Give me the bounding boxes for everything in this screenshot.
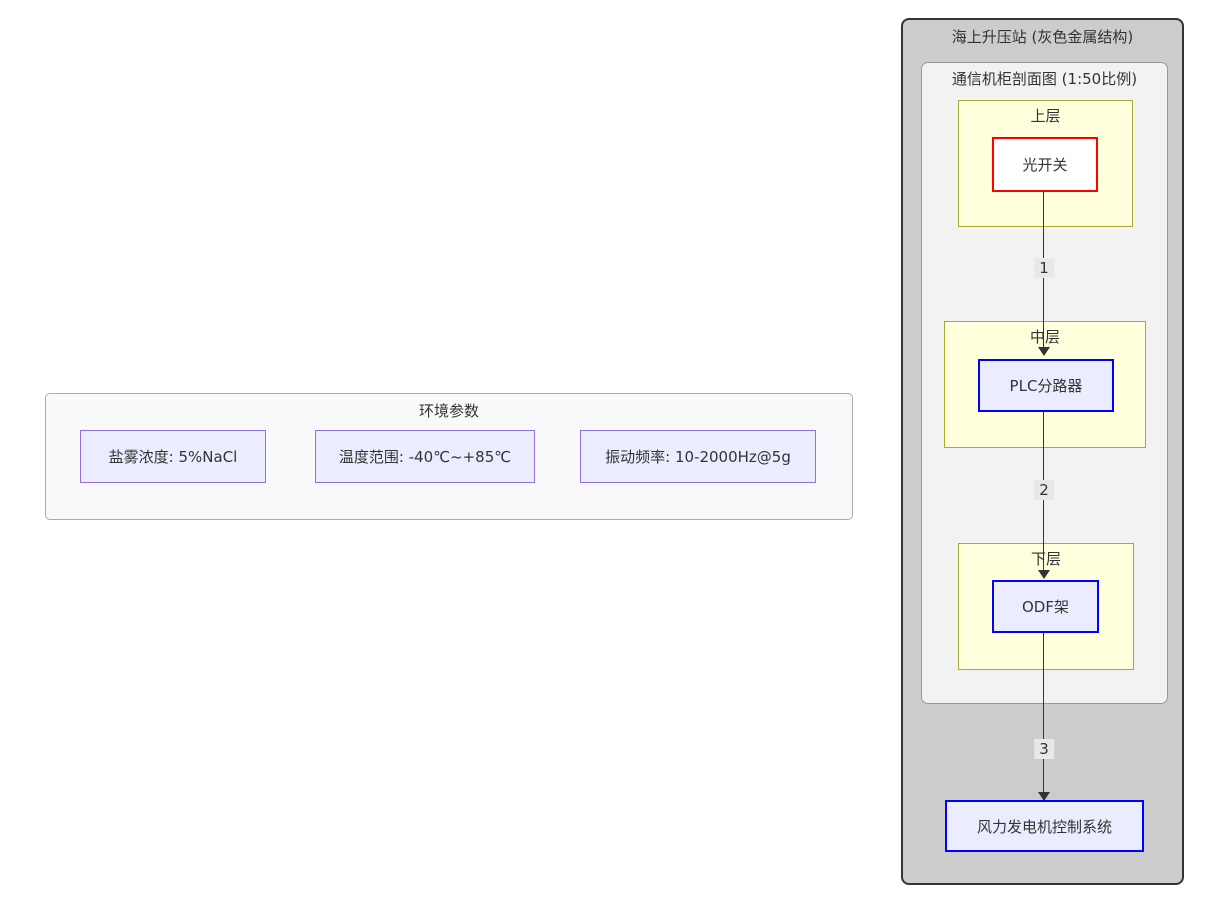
env-node-temperature-range: 温度范围: -40℃~+85℃ [315,430,535,483]
edge-2-arrowhead-icon [1038,570,1050,579]
layer-middle-title: 中层 [1029,328,1060,346]
station-cluster-title: 海上升压站 (灰色金属结构) [951,28,1134,46]
node-odf-rack: ODF架 [992,580,1099,633]
cabinet-cluster-title: 通信机柜剖面图 (1:50比例) [951,70,1138,88]
layer-lower-title: 下层 [1030,550,1061,568]
layer-middle: 中层 PLC分路器 [944,321,1146,448]
station-cluster: 海上升压站 (灰色金属结构) 通信机柜剖面图 (1:50比例) 上层 光开关 中… [901,18,1184,885]
env-node-salt-fog: 盐雾浓度: 5%NaCl [80,430,266,483]
node-plc-splitter: PLC分路器 [978,359,1114,412]
env-parameters-cluster: 环境参数 盐雾浓度: 5%NaCl 温度范围: -40℃~+85℃ 振动频率: … [45,393,853,520]
edge-3-line [1043,631,1044,800]
layer-upper-title: 上层 [1030,107,1061,125]
cabinet-cluster: 通信机柜剖面图 (1:50比例) 上层 光开关 中层 PLC分路器 下层 ODF… [921,62,1168,704]
node-wind-turbine-control-system: 风力发电机控制系统 [945,800,1144,852]
edge-2-label: 2 [1034,480,1054,500]
node-optical-switch: 光开关 [992,137,1098,192]
edge-1-label: 1 [1034,258,1054,278]
env-cluster-title: 环境参数 [418,402,479,420]
layer-upper: 上层 光开关 [958,100,1133,227]
edge-3-arrowhead-icon [1038,792,1050,801]
edge-1-arrowhead-icon [1038,347,1050,356]
layer-lower: 下层 ODF架 [958,543,1134,670]
edge-3-label: 3 [1034,739,1054,759]
env-node-vibration-frequency: 振动频率: 10-2000Hz@5g [580,430,816,483]
